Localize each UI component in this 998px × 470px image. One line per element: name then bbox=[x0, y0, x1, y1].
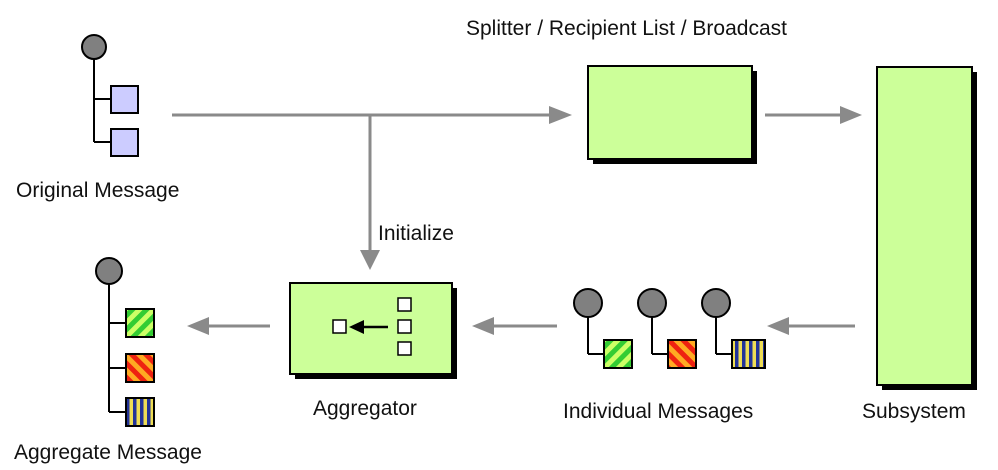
arrow-initialize bbox=[360, 115, 380, 270]
aggregate-message-icon bbox=[95, 257, 155, 427]
splitter-box bbox=[587, 65, 757, 164]
original-message-label: Original Message bbox=[16, 179, 180, 202]
aggregate-message-label: Aggregate Message bbox=[14, 441, 202, 464]
arrow-to-individual-messages bbox=[767, 317, 855, 335]
blue-striped-part-icon bbox=[731, 339, 766, 369]
individual-messages-label: Individual Messages bbox=[563, 400, 754, 423]
blank-part-icon bbox=[110, 128, 139, 157]
arrow-to-splitter bbox=[172, 106, 572, 124]
subsystem-box bbox=[876, 66, 977, 390]
individual-message-red bbox=[637, 288, 697, 369]
message-node-icon bbox=[637, 288, 667, 318]
arrow-to-aggregator bbox=[472, 317, 557, 335]
aggregator-label: Aggregator bbox=[313, 397, 417, 420]
individual-message-blue bbox=[701, 288, 766, 369]
splitter-title: Splitter / Recipient List / Broadcast bbox=[466, 17, 787, 40]
initialize-label: Initialize bbox=[378, 222, 454, 245]
message-node-icon bbox=[81, 34, 107, 60]
green-striped-part-icon bbox=[603, 339, 633, 369]
blue-striped-part-icon bbox=[125, 397, 155, 427]
red-striped-part-icon bbox=[125, 353, 155, 383]
individual-message-green bbox=[573, 288, 633, 369]
message-node-icon bbox=[95, 257, 123, 285]
blank-part-icon bbox=[110, 85, 139, 114]
original-message-icon bbox=[81, 34, 139, 157]
arrow-to-subsystem bbox=[765, 106, 862, 124]
green-striped-part-icon bbox=[125, 308, 155, 338]
message-node-icon bbox=[573, 288, 603, 318]
message-node-icon bbox=[701, 288, 731, 318]
aggregator-box bbox=[289, 282, 457, 379]
aggregator-symbol-icon bbox=[332, 297, 412, 356]
subsystem-label: Subsystem bbox=[862, 400, 966, 423]
arrow-to-aggregate-message bbox=[187, 317, 270, 335]
red-striped-part-icon bbox=[667, 339, 697, 369]
